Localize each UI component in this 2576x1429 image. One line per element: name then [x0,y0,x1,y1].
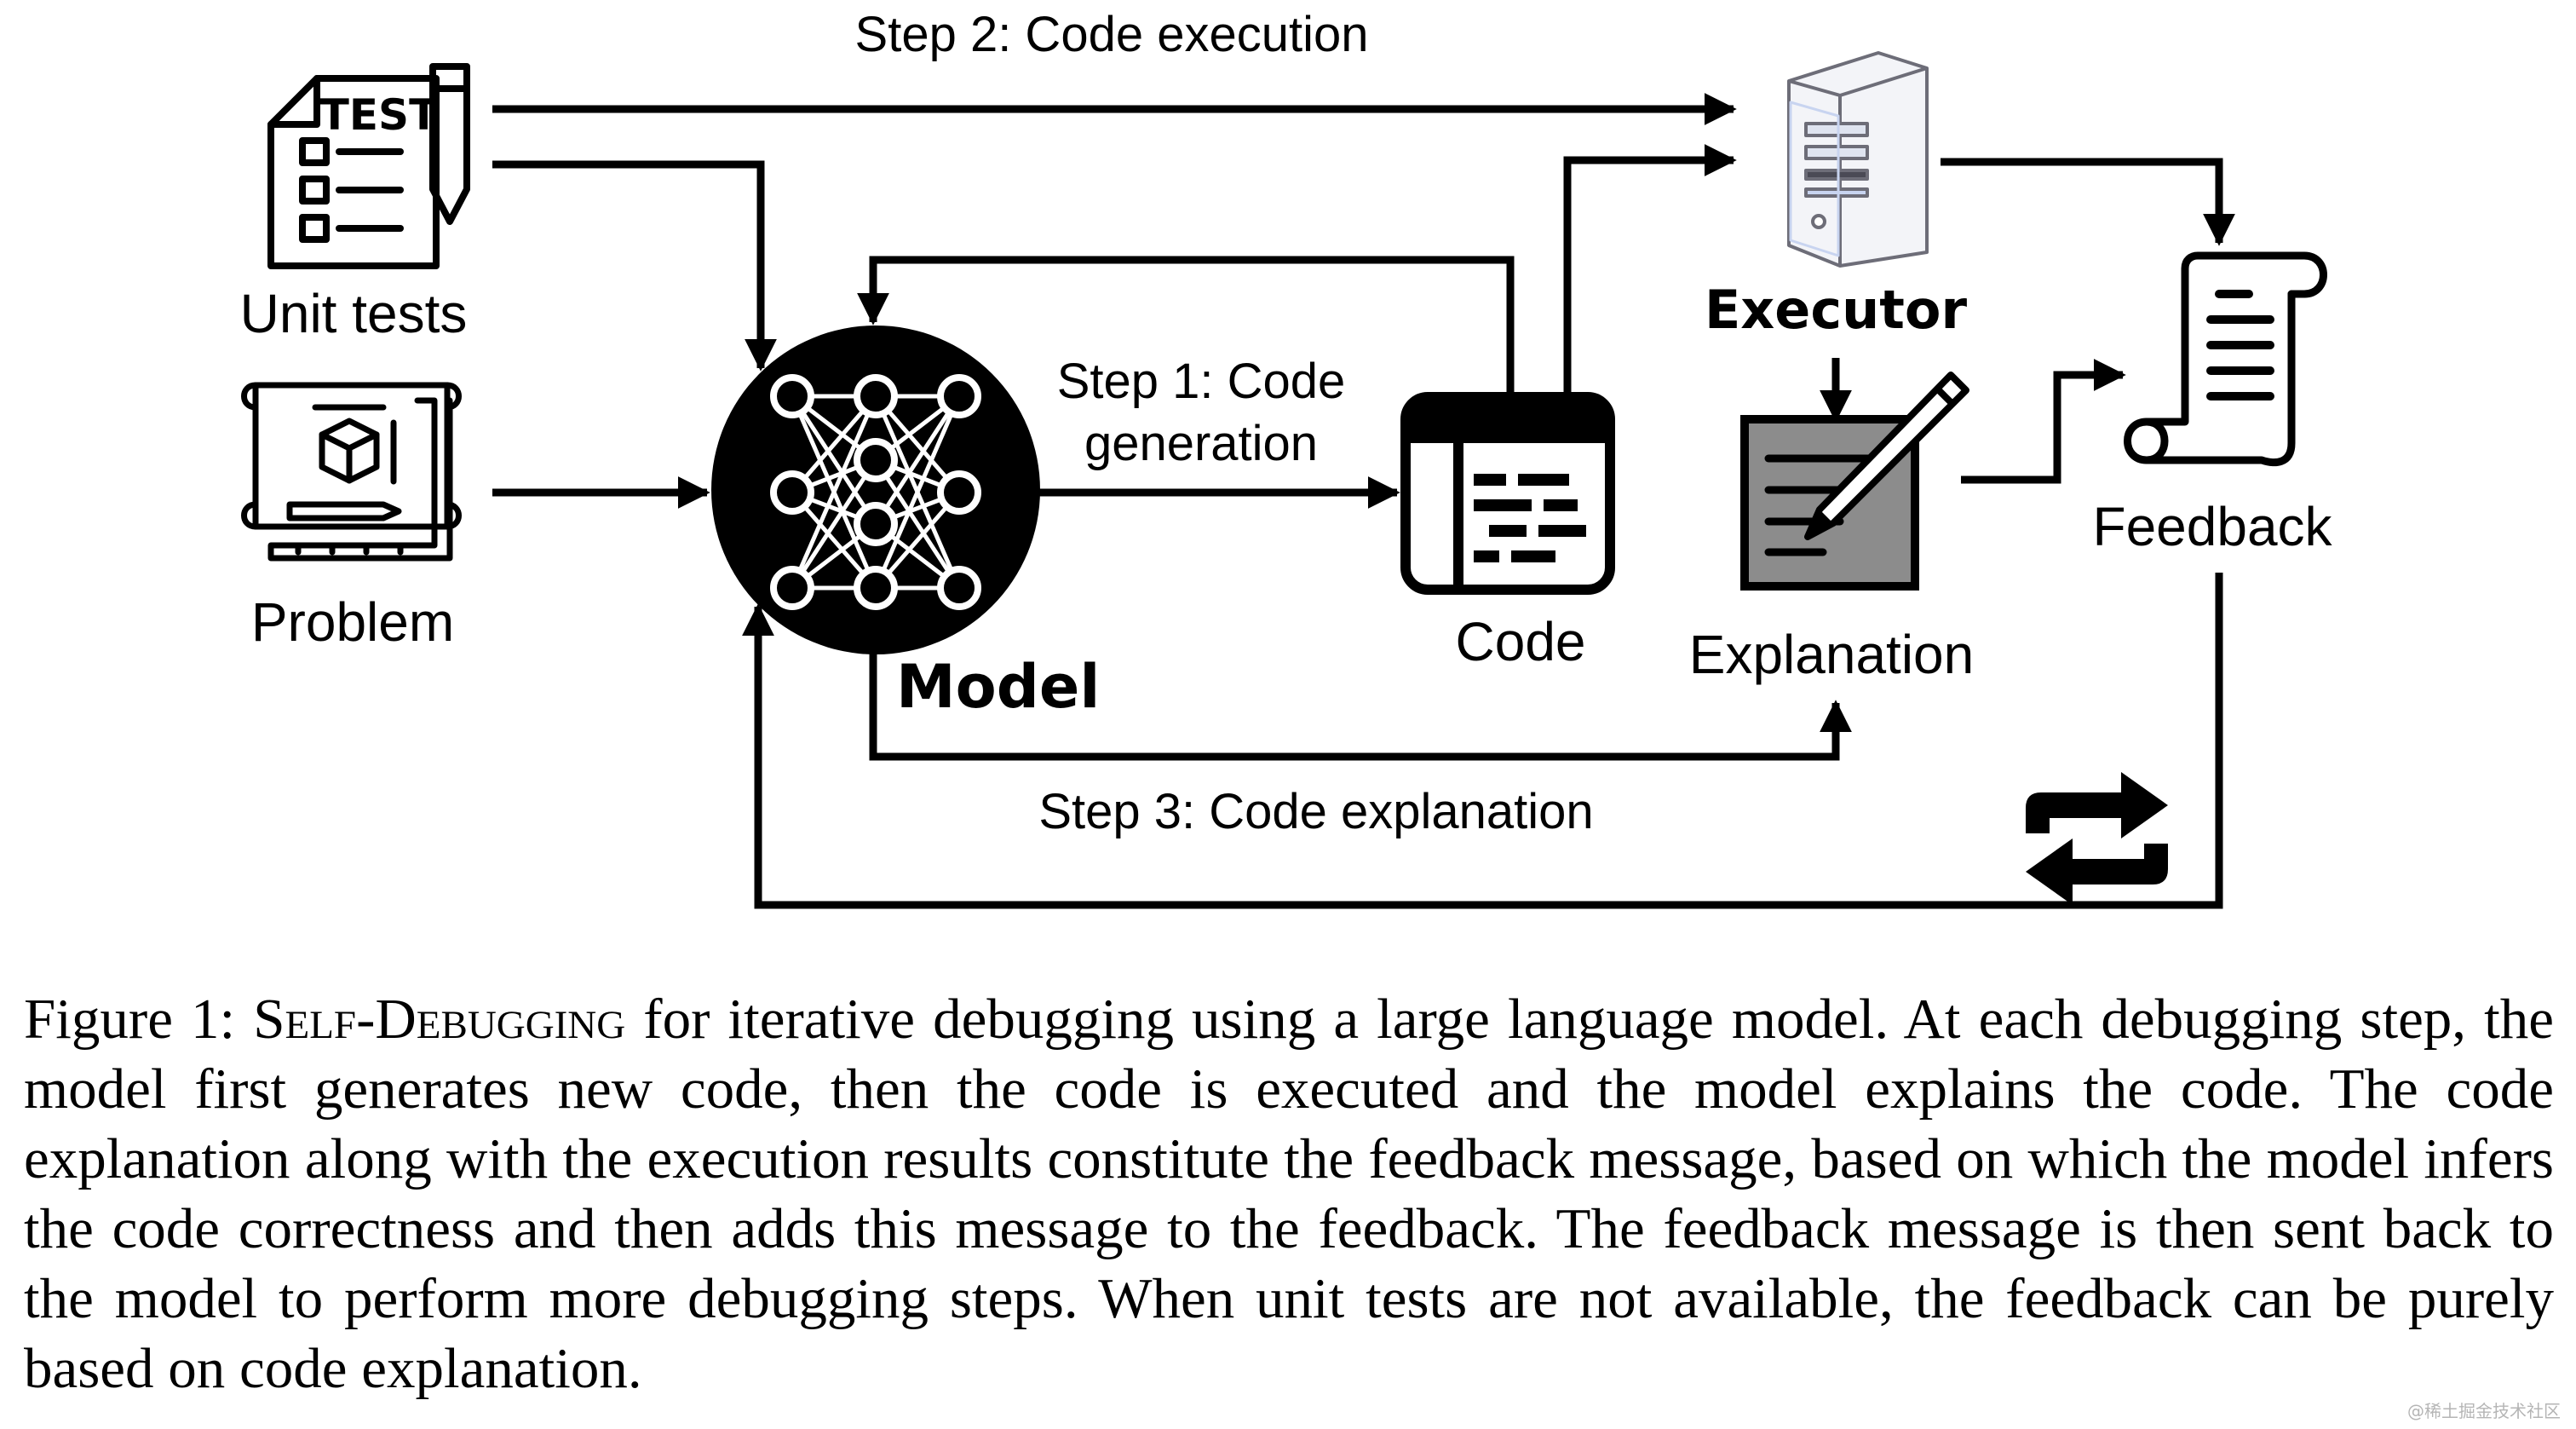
repeat-icon [2026,772,2168,905]
caption-text: for iterative debugging using a large la… [24,988,2555,1400]
nn-node [854,502,898,546]
code-window-icon [1400,392,1615,595]
step1-label-line2: generation [1084,416,1318,471]
nn-edge [790,395,878,526]
nn-node [937,374,981,418]
watermark: @稀土掘金技术社区 [2407,1401,2561,1421]
neural-network-icon [711,326,1040,654]
test-sheet-icon [267,63,470,269]
notepad-pen-icon [1740,372,1969,591]
arrow-code-to-model [857,256,1515,394]
nn-edge [790,458,878,590]
step1-label-line1: Step 1: Code [1057,354,1346,409]
test-badge: TEST [320,90,438,140]
nn-node [770,470,814,515]
arrow-tests-to-model [492,160,777,372]
nn-edge [873,458,962,590]
nn-node [854,566,898,610]
figure-label: Figure 1: [24,988,236,1051]
arrow-feedback-to-model [742,573,2223,909]
nn-node [937,566,981,610]
nn-node [770,566,814,610]
arrow-model-to-explanation [869,648,1852,761]
arrow-explanation-to-feedback [1961,359,2126,484]
nn-node [854,438,898,482]
figure-caption: Figure 1: Self-Debugging for iterative d… [24,984,2554,1403]
explanation-label: Explanation [1689,624,1974,685]
model-label: Model [896,652,1100,722]
feedback-label: Feedback [2092,496,2332,557]
nn-node [770,374,814,418]
unit-tests-label: Unit tests [240,283,468,344]
executor-label: Executor [1705,279,1968,341]
method-name: Self-Debugging [253,988,626,1051]
step3-label: Step 3: Code explanation [1038,784,1593,839]
blueprint-icon [241,382,462,562]
nn-node [937,470,981,515]
code-label: Code [1456,611,1586,672]
step2-label: Step 2: Code execution [855,7,1369,62]
scroll-icon [2124,251,2327,466]
nn-edge [873,395,962,526]
arrow-code-to-executor [1563,144,1737,394]
problem-label: Problem [251,591,454,653]
nn-node [854,374,898,418]
arrow-executor-to-feedback [1941,158,2235,246]
nn-edge [873,395,962,589]
nn-edge [790,395,878,589]
server-tower-icon [1787,51,1929,268]
